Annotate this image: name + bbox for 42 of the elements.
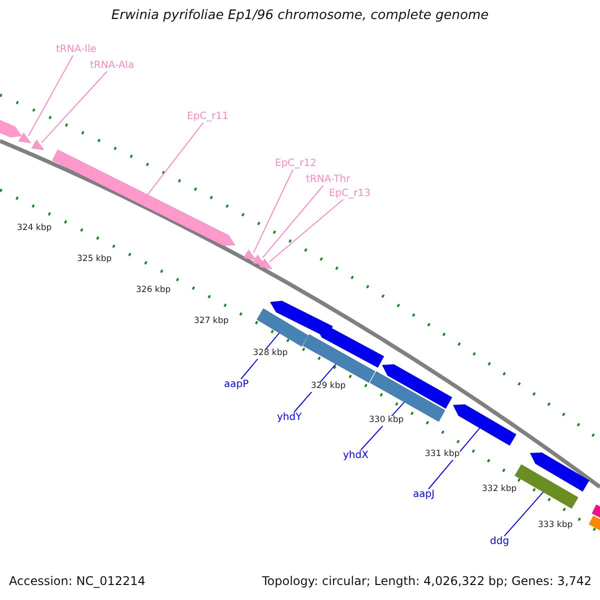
position-label: 328 kbp	[253, 349, 288, 359]
leader-line	[269, 199, 344, 262]
trna-marker	[243, 249, 256, 260]
trna-marker	[259, 258, 272, 270]
gene-bar	[370, 371, 446, 422]
leader-line	[504, 492, 544, 536]
position-label: 324 kbp	[17, 224, 52, 234]
position-label: 327 kbp	[194, 317, 229, 327]
leader-line	[28, 55, 74, 136]
position-label: 332 kbp	[482, 485, 517, 495]
feature-label: EpC_r11	[187, 111, 228, 122]
leader-line	[428, 428, 480, 490]
gene-segment	[452, 404, 517, 446]
feature-label: EpC_r13	[329, 188, 370, 200]
feature-label: tRNA-Ile	[56, 44, 96, 56]
leader-line	[147, 122, 204, 196]
position-label: 329 kbp	[311, 382, 346, 392]
leader-line	[253, 169, 294, 254]
feature-label: aapJ	[413, 489, 435, 500]
position-label: 330 kbp	[369, 416, 404, 426]
leader-line	[41, 71, 108, 144]
position-label: 331 kbp	[425, 450, 460, 460]
gene-bar	[302, 334, 376, 383]
position-label: 325 kbp	[77, 255, 112, 265]
feature-label: EpC_r12	[275, 158, 316, 170]
gene-bar	[256, 308, 309, 347]
leader-line	[262, 185, 324, 258]
feature-label: yhdY	[277, 412, 302, 424]
title: Erwinia pyrifoliae Ep1/96 chromosome, complete genome	[110, 9, 490, 24]
gene-segment	[52, 149, 236, 246]
feature-label: aapP	[224, 379, 249, 390]
genome-info-text: Topology: circular; Length: 4,026,322 bp; Genes: 3,742	[262, 575, 592, 589]
feature-label: tRNA-Ala	[90, 60, 134, 72]
feature-label: yhdX	[343, 450, 368, 462]
accession-text: Accession: NC_012214	[9, 575, 146, 589]
position-label: 333 kbp	[538, 521, 573, 531]
feature-label: ddg	[490, 536, 510, 548]
position-label: 326 kbp	[136, 286, 171, 296]
trna-marker	[18, 132, 32, 144]
feature-label: tRNA-Thr	[306, 174, 350, 186]
trna-marker	[252, 254, 266, 266]
trna-marker	[31, 139, 44, 150]
